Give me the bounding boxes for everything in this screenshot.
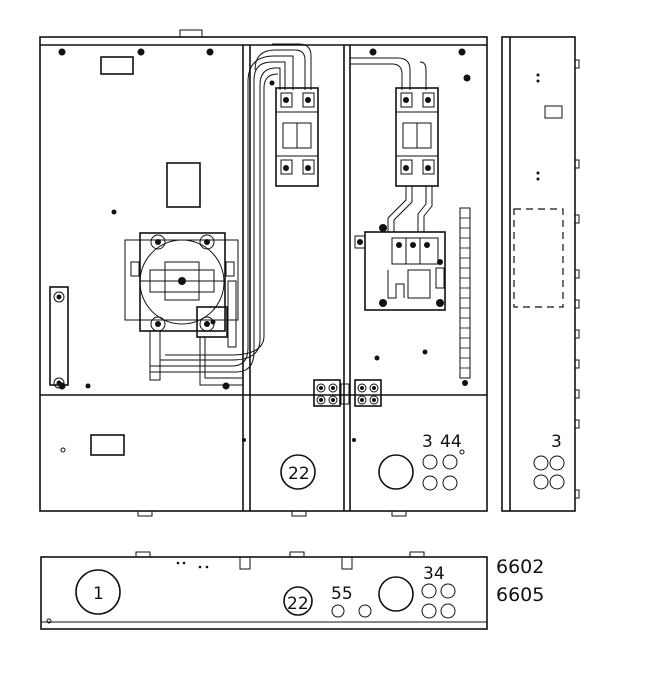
lower-label-cutout <box>90 434 125 456</box>
bottom-enclosure <box>40 556 488 630</box>
bottom-knockout-1 <box>75 569 121 615</box>
right-breaker <box>350 57 439 232</box>
model-number-1: 6602 <box>496 556 544 578</box>
front-knockouts <box>280 454 458 491</box>
side-view: 3 <box>501 36 580 512</box>
bottom-knockout-label-1: 1 <box>93 584 104 604</box>
right-meter-base <box>354 224 446 311</box>
side-enclosure <box>501 36 576 512</box>
terminal-strip <box>459 207 471 386</box>
front-knockout-label-3: 3 <box>422 432 433 452</box>
bottom-knockout-label-22: 22 <box>287 594 309 614</box>
bottom-knockout-label-34: 34 <box>423 564 445 584</box>
left-meter-socket <box>124 232 243 386</box>
neutral-bars <box>313 379 382 407</box>
front-knockout-label-22: 22 <box>288 464 310 484</box>
side-knockout-label-3: 3 <box>551 432 562 452</box>
center-breaker <box>275 87 319 187</box>
left-bracket <box>49 286 69 389</box>
conduit-bundle <box>150 43 312 373</box>
front-view: 22 3 44 <box>39 29 488 517</box>
window-cutout <box>166 162 201 208</box>
side-dashed-outline <box>513 208 564 308</box>
upper-label-cutout <box>100 56 134 75</box>
top-hub <box>179 29 203 38</box>
knockout-22-front <box>280 454 316 490</box>
front-knockout-label-44: 44 <box>440 432 462 452</box>
bottom-knockout-22 <box>283 586 313 616</box>
side-knockout <box>533 455 549 471</box>
bottom-knockout-label-55: 55 <box>331 584 353 604</box>
bottom-view: 1 22 55 34 <box>40 551 488 630</box>
front-enclosure <box>39 36 488 512</box>
mounting-screws <box>58 48 471 453</box>
model-number-2: 6605 <box>496 584 544 606</box>
